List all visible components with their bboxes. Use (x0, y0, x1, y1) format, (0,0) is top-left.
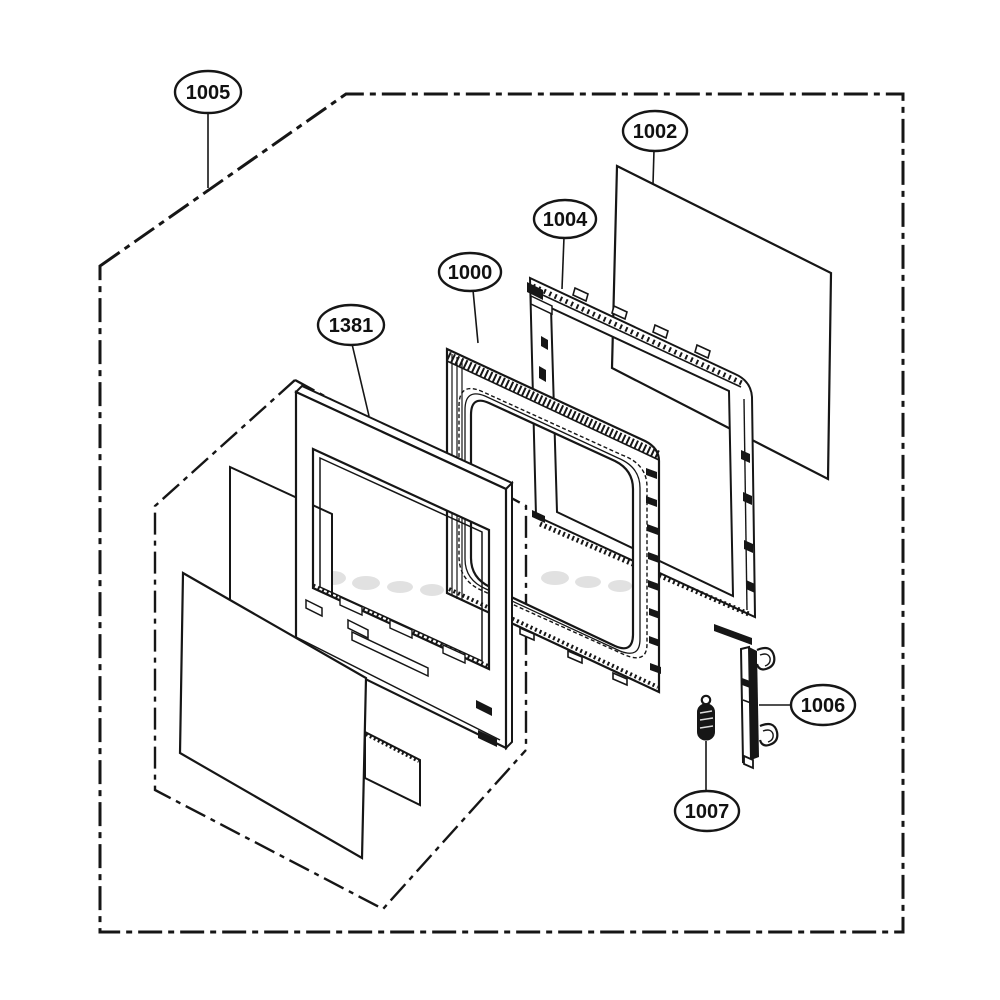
callout-1005: 1005 (173, 69, 243, 188)
front-glass-panel (178, 571, 368, 860)
callout-1006-label: 1006 (801, 695, 846, 717)
assembly-boundary (98, 92, 905, 934)
callout-1000-label: 1000 (448, 262, 493, 284)
callout-1007: 1007 (673, 741, 741, 833)
frame-1000-bottom-tabs (519, 626, 628, 687)
callout-1002: 1002 (621, 109, 689, 185)
callout-1002-label: 1002 (633, 121, 678, 143)
callout-1381: 1381 (316, 303, 386, 417)
callout-1381-label: 1381 (329, 315, 374, 337)
choke-frame-1004 (527, 276, 757, 645)
callout-1004-label: 1004 (543, 209, 588, 231)
door-latch-1006 (739, 645, 779, 770)
door-spring-1007 (697, 694, 715, 741)
callout-1007-label: 1007 (685, 801, 730, 823)
frame-1004-tabs (572, 286, 711, 360)
callout-1005-label: 1005 (186, 82, 231, 104)
frame-1000-clips (646, 468, 661, 674)
callout-1000: 1000 (437, 251, 503, 344)
back-glass-panel-1002 (610, 164, 833, 481)
callout-1004: 1004 (532, 198, 598, 290)
callout-1006: 1006 (759, 683, 857, 727)
frame-1381-seal-clips (339, 595, 466, 665)
callouts: 1005 1002 1004 1000 1381 1006 (173, 69, 857, 833)
front-frame-1381 (294, 384, 514, 751)
watermark (320, 571, 632, 596)
strip-panel (364, 730, 421, 807)
